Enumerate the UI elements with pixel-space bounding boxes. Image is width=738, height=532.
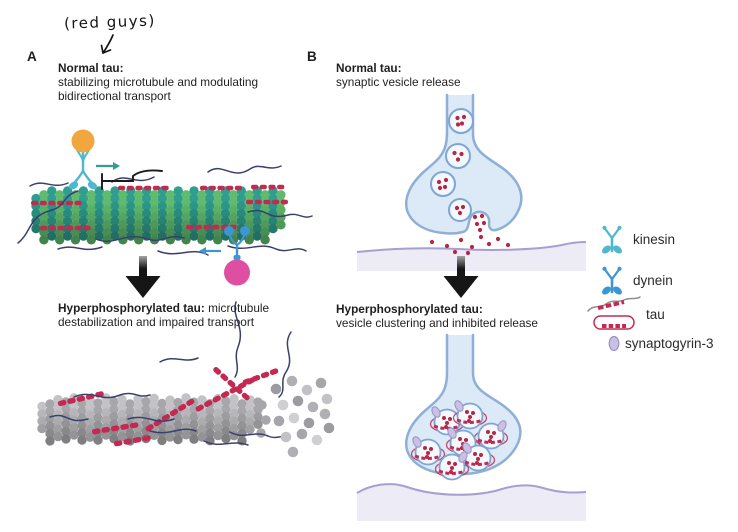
tau-segment	[246, 199, 288, 205]
postsynaptic-membrane	[356, 241, 587, 271]
panel-b-top-caption: Normal tau: synaptic vesicle release	[336, 61, 566, 89]
tau-projection	[57, 246, 103, 251]
inhibition-arrow	[101, 169, 163, 190]
panel-a-top-line2: bidirectional transport	[58, 89, 171, 103]
tau-segment	[40, 225, 91, 231]
tau-projection	[234, 301, 242, 378]
panel-b-top-heading: Normal tau:	[336, 61, 402, 75]
synaptogyrin3-blob	[431, 406, 441, 418]
panel-b-bottom-caption: Hyperphosphorylated tau: vesicle cluster…	[336, 302, 586, 330]
tau-segment	[213, 366, 250, 401]
tau-segment	[251, 184, 285, 190]
tau-projection	[111, 176, 155, 183]
postsynaptic-membrane-2	[356, 483, 587, 521]
synaptic-vesicle	[448, 198, 472, 222]
legend-label-tau: tau	[646, 306, 665, 322]
tau-projection	[207, 165, 282, 174]
tau-projection	[227, 245, 307, 252]
synapse-normal	[405, 93, 523, 235]
tau-projection	[17, 190, 79, 244]
synaptogyrin3-blob	[447, 427, 457, 439]
tau-projection	[127, 416, 175, 422]
panel-a-bottom-heading: Hyperphosphorylated tau:	[58, 301, 205, 315]
tau-projection	[95, 236, 185, 242]
cargo-vesicle-orange	[71, 129, 95, 153]
tau-projection	[247, 209, 313, 218]
synaptogyrin3-blob	[412, 436, 422, 448]
dynein-motor	[224, 226, 250, 286]
transition-arrow-b	[443, 256, 479, 298]
tau-projection	[29, 182, 69, 187]
legend-item-dynein: dynein	[599, 265, 673, 295]
clustered-vesicle	[452, 400, 488, 430]
synaptogyrin3-blob	[458, 451, 468, 463]
clustered-vesicle	[460, 442, 496, 472]
synaptic-vesicle	[448, 108, 474, 134]
retrograde-arrow	[199, 247, 221, 255]
transition-arrow-a	[125, 256, 161, 298]
panel-a-bottom-text: microtubule destabilization and impaired…	[58, 301, 270, 329]
panel-a-top-caption: Normal tau: stabilizing microtubule and …	[58, 61, 318, 103]
kinesin-motor	[68, 129, 98, 190]
kinesin-icon	[602, 225, 622, 254]
tau-projection	[149, 428, 197, 434]
tubulin-dimers	[270, 375, 335, 458]
panel-b-top-desc: synaptic vesicle release	[336, 75, 461, 89]
legend-item-kinesin: kinesin	[599, 224, 675, 254]
tau-projection	[203, 440, 249, 446]
tau-projection	[278, 331, 292, 398]
clustered-vesicle	[410, 436, 446, 466]
annotation-text: (red guys)	[63, 11, 157, 33]
microtubule-destabilized	[37, 393, 263, 446]
synaptogyrin3-icon	[608, 335, 620, 352]
dynein-icon	[602, 266, 622, 295]
handwritten-annotation: (red guys)	[64, 11, 156, 32]
synaptic-vesicle	[430, 171, 456, 197]
legend-label-kinesin: kinesin	[633, 231, 676, 247]
panel-b-bottom-desc: vesicle clustering and inhibited release	[336, 316, 538, 330]
panel-a-top-line1: stabilizing microtubule and modulating	[58, 75, 259, 89]
panel-a-bottom-caption: Hyperphosphorylated tau: microtubule des…	[58, 301, 314, 329]
tau-segment	[242, 368, 279, 385]
synaptic-vesicle	[445, 143, 471, 169]
legend-item-synaptogyrin3: synaptogyrin-3	[607, 334, 714, 353]
synapse-hyperphosphorylated	[405, 333, 522, 481]
clustered-vesicle	[434, 451, 470, 481]
tau-projection	[49, 414, 89, 422]
legend-item-tau: tau	[586, 295, 665, 333]
panel-b-label: B	[307, 49, 317, 64]
synaptogyrin3-blob	[454, 400, 464, 412]
microtubule-normal	[31, 186, 286, 245]
anterograde-arrow	[96, 162, 120, 170]
tau-icon	[587, 296, 641, 330]
panel-a-label: A	[27, 49, 37, 64]
tau-projection	[73, 392, 151, 399]
tau-segment	[118, 185, 169, 191]
panel-b-bottom-heading: Hyperphosphorylated tau:	[336, 302, 483, 316]
tau-segment	[200, 185, 242, 191]
legend-label-dynein: dynein	[633, 272, 673, 288]
clustered-vesicle	[473, 420, 509, 450]
cargo-vesicle-pink	[224, 259, 250, 286]
tau-segment	[113, 435, 151, 447]
synaptogyrin3-blob	[462, 442, 472, 454]
released-neurotransmitters	[429, 234, 511, 256]
panel-a-top-heading: Normal tau:	[58, 61, 124, 75]
annotation-arrow	[100, 34, 114, 54]
synaptogyrin3-blob	[497, 420, 507, 432]
legend-label-synaptogyrin3: synaptogyrin-3	[625, 336, 714, 351]
tau-projection	[159, 357, 199, 363]
tau-segment	[91, 422, 139, 435]
tau-segment	[186, 224, 237, 230]
